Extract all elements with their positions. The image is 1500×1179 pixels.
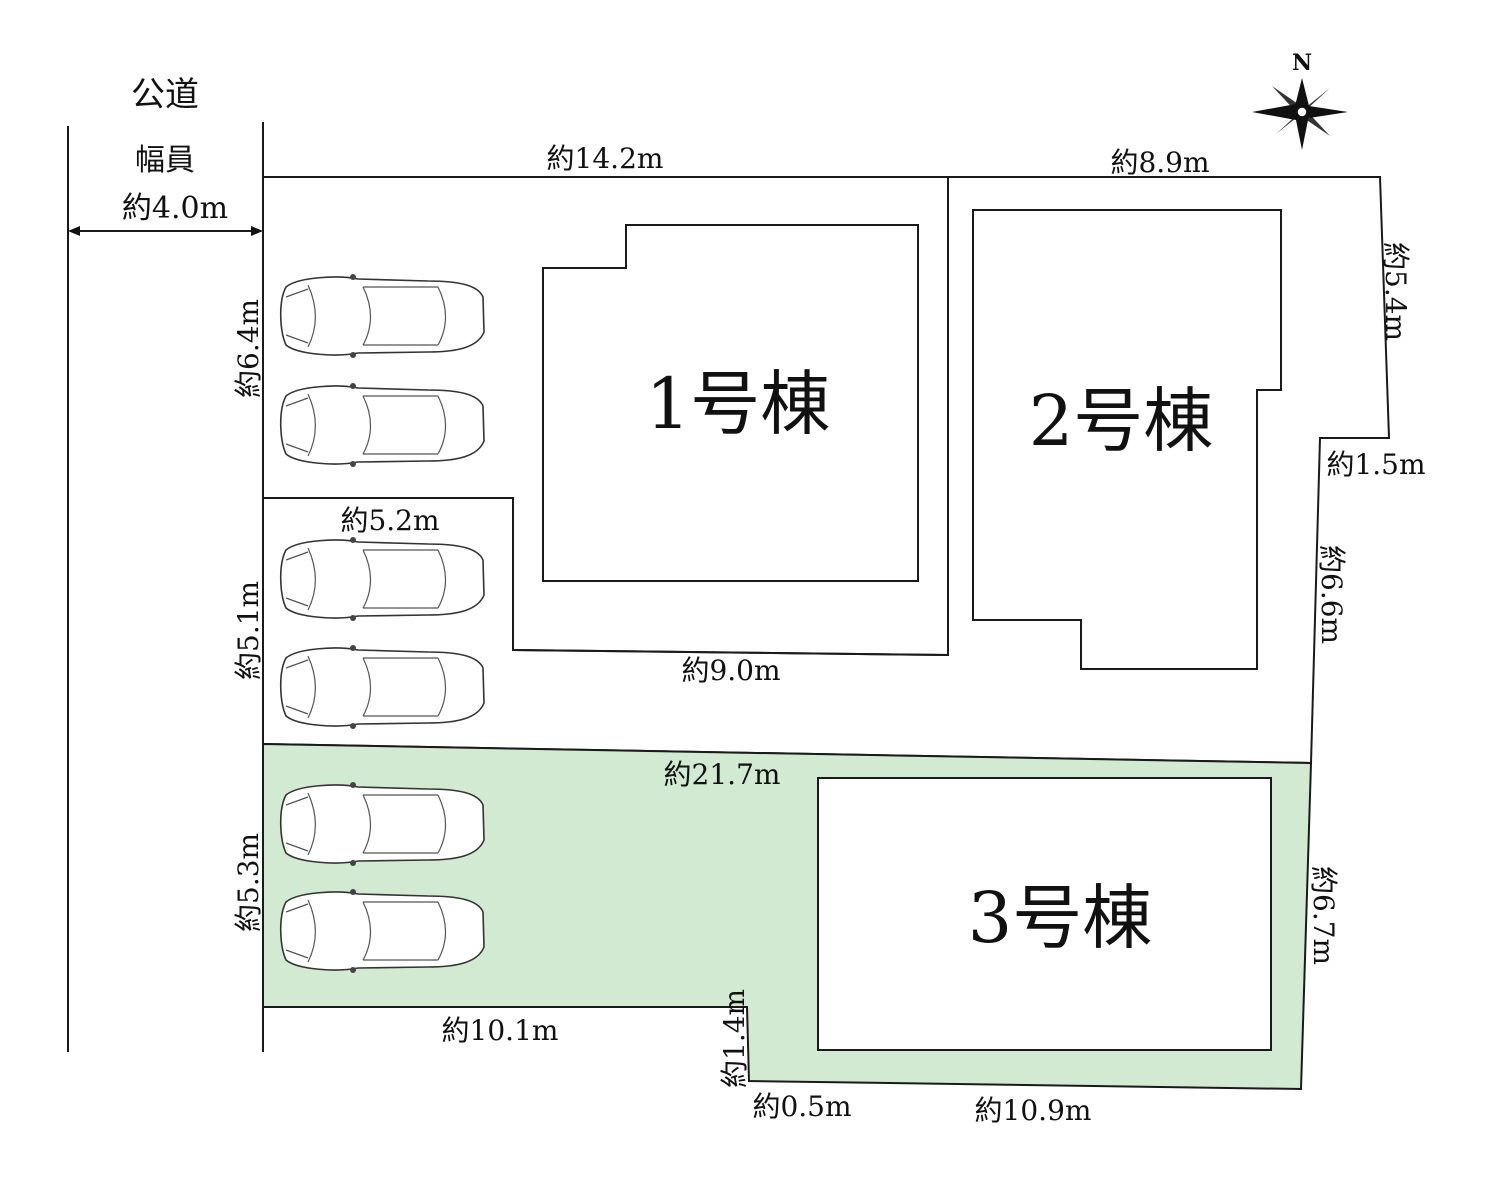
- dimension-right-lower: 約6.7m: [1307, 866, 1340, 965]
- north-compass-icon: N: [1252, 50, 1348, 150]
- dimension-bottom-right: 約10.9m: [975, 1094, 1092, 1127]
- dimension-inner-bottom: 約9.0m: [681, 654, 780, 687]
- building-1-label: 1号棟: [646, 363, 831, 445]
- building-1-footprint: [542, 224, 919, 582]
- dimension-bottom-left: 約10.1m: [442, 1014, 559, 1047]
- building-3-label: 3号棟: [968, 877, 1153, 959]
- building-3-footprint: [817, 777, 1272, 1051]
- dimension-lot3-top: 約21.7m: [664, 758, 781, 791]
- car-icon: [279, 781, 485, 867]
- car-icon: [279, 273, 485, 359]
- dimension-left-middle: 約5.1m: [232, 581, 265, 680]
- dimension-bottom-step-vertical: 約1.4m: [718, 989, 751, 1088]
- dimension-right-upper: 約5.4m: [1379, 242, 1412, 341]
- building-2-label: 2号棟: [1029, 380, 1214, 462]
- north-label: N: [1292, 50, 1312, 76]
- dimension-right-step: 約1.5m: [1326, 448, 1425, 481]
- arrow-left-icon: [68, 226, 80, 236]
- dimension-left-upper: 約6.4m: [232, 299, 265, 398]
- car-icon: [279, 644, 485, 730]
- dimension-bottom-step-horizontal: 約0.5m: [752, 1090, 851, 1123]
- dimension-inner-top: 約5.2m: [340, 504, 439, 537]
- car-icon: [279, 536, 485, 622]
- car-icon: [279, 382, 485, 468]
- dimension-left-lower: 約5.3m: [232, 833, 265, 932]
- dimension-top-left: 約14.2m: [547, 142, 664, 175]
- building-2-footprint: [972, 209, 1282, 670]
- dimension-right-middle: 約6.6m: [1315, 545, 1348, 644]
- car-icon: [279, 888, 485, 974]
- road-name: 公道: [131, 75, 199, 115]
- dimension-top-right: 約8.9m: [1110, 146, 1209, 179]
- road-width-caption: 幅員: [135, 143, 195, 178]
- arrow-right-icon: [251, 226, 263, 236]
- road-width-value: 約4.0m: [122, 191, 228, 226]
